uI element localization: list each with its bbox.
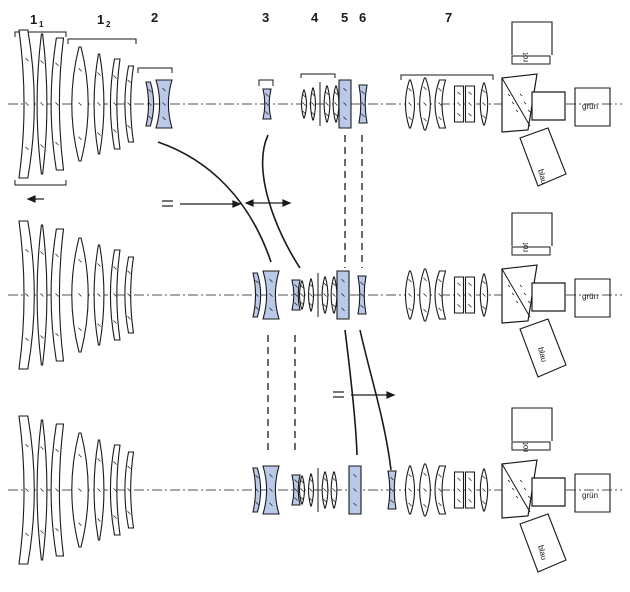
bracket-group-2 (137, 67, 173, 73)
group-6 (387, 470, 397, 510)
port-label-blue-row-1: blau (536, 168, 549, 185)
sensor-red (511, 407, 553, 441)
color-splitting-prism (501, 21, 611, 187)
group-2-variator (252, 270, 280, 320)
label-group-1-1-sub: 1 (39, 20, 44, 29)
bracket-group-7 (400, 74, 494, 80)
group-1-1 (18, 29, 65, 179)
group-4 (298, 273, 338, 317)
prism-green-block (531, 282, 566, 312)
prism-entrance-block (501, 73, 538, 133)
bracket-group-1-1-bottom (14, 180, 67, 186)
curve-group-6-row2-row3 (359, 329, 392, 471)
sensor-green (574, 278, 611, 318)
curve-group-3-row1-row2 (261, 134, 301, 269)
curve-group-5-row2-row3 (344, 329, 358, 456)
port-label-blue-row-2: blau (536, 346, 549, 363)
color-splitting-prism (501, 212, 611, 378)
group-brackets (14, 31, 494, 186)
arrow-group-1-1-left (26, 195, 44, 203)
group-1-2 (71, 46, 135, 162)
prism-red-block (511, 441, 551, 451)
label-group-5: 5 (341, 10, 348, 25)
optical-rows (8, 21, 622, 573)
bracket-group-1-1 (14, 31, 67, 37)
group-1-2 (71, 432, 135, 548)
prism-labels: rot grün blau rot grün blau rot grün bla… (521, 52, 598, 561)
group-5 (338, 79, 352, 129)
sensor-blue (519, 513, 567, 573)
group-1-1 (18, 415, 65, 565)
alignment-dashes (267, 135, 363, 455)
prism-red-block (511, 55, 551, 65)
port-label-blue-row-3: blau (536, 544, 549, 561)
group-5 (348, 465, 362, 515)
group-4 (300, 82, 340, 126)
port-label-green-row-3: grün (582, 491, 598, 500)
label-group-7: 7 (445, 10, 452, 25)
port-label-red-row-3: rot (521, 442, 530, 452)
group-2-variator (145, 79, 173, 129)
optical-row-3 (8, 407, 622, 573)
bracket-group-4 (300, 73, 336, 78)
sensor-red (511, 212, 553, 246)
arrow-group-2-right (162, 200, 242, 208)
group-6 (357, 275, 367, 315)
prism-entrance-block (501, 264, 538, 324)
bracket-group-1-2 (67, 38, 137, 44)
label-group-1-1: 1 (30, 12, 37, 27)
group-6 (358, 84, 368, 124)
group-labels: 1 1 1 2 2 3 4 5 6 7 (30, 10, 452, 29)
group-3-compensator (262, 88, 272, 120)
label-group-1-2: 1 (97, 12, 104, 27)
port-label-red-row-1: rot (521, 52, 530, 62)
group-4 (298, 468, 338, 512)
prism-red-block (511, 246, 551, 256)
group-1-1 (18, 220, 65, 370)
arrow-group-5-right (333, 391, 396, 399)
group-3-compensator (291, 474, 301, 506)
optical-row-1 (8, 21, 622, 187)
curve-group-2-row1-row2 (157, 141, 272, 263)
group-2-variator (252, 465, 280, 515)
sensor-green (574, 473, 611, 513)
label-group-3: 3 (262, 10, 269, 25)
group-1-2 (71, 237, 135, 353)
label-group-4: 4 (311, 10, 319, 25)
group-7-relay (404, 77, 489, 131)
optical-row-2 (8, 212, 622, 378)
port-label-green-row-1: grün (582, 102, 598, 111)
label-group-1-2-sub: 2 (106, 20, 111, 29)
label-group-2: 2 (151, 10, 158, 25)
bracket-group-3 (258, 79, 274, 86)
arrow-group-3-double (244, 199, 292, 207)
motion-arrows (26, 195, 396, 399)
color-splitting-prism (501, 407, 611, 573)
port-label-green-row-2: grün (582, 292, 598, 301)
label-group-6: 6 (359, 10, 366, 25)
movement-curves (157, 134, 392, 471)
sensor-blue (519, 127, 567, 187)
group-3-compensator (291, 279, 301, 311)
prism-green-block (531, 91, 566, 121)
sensor-blue (519, 318, 567, 378)
group-5 (336, 270, 350, 320)
group-7-relay (404, 268, 489, 322)
sensor-red (511, 21, 553, 55)
prism-entrance-block (501, 459, 538, 519)
port-label-red-row-2: rot (521, 242, 530, 252)
group-7-relay (404, 463, 489, 517)
sensor-green (574, 87, 611, 127)
prism-green-block (531, 477, 566, 507)
